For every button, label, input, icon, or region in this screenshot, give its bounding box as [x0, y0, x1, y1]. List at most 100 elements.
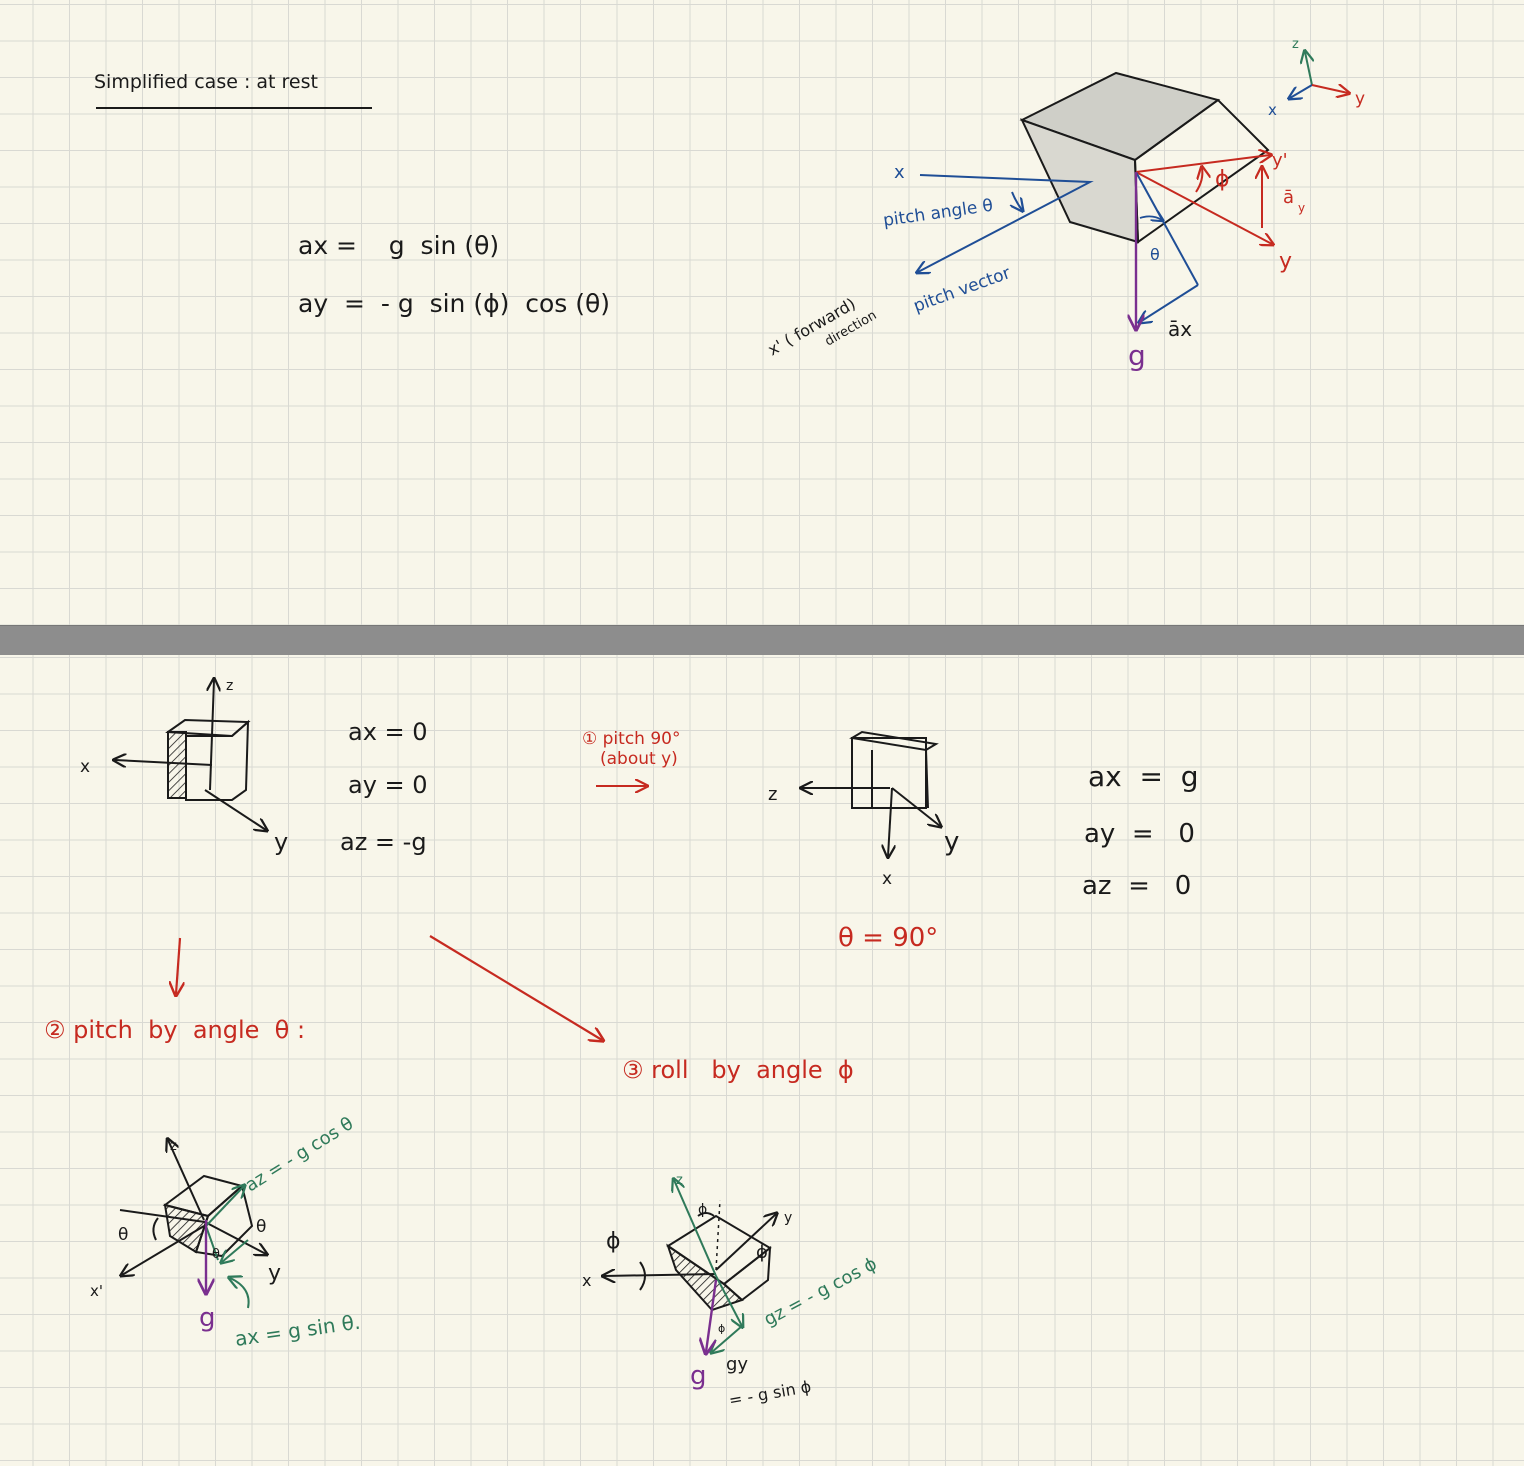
- eq2-az: az = 0: [1082, 871, 1191, 901]
- pitch-vector-arrow: [918, 174, 1094, 272]
- y-prime-arrow: [1135, 155, 1270, 173]
- fig3-x-prime-label: x': [90, 1282, 103, 1300]
- equation-ax: ax = g sin (θ): [298, 231, 499, 260]
- ax-projection-line: [1135, 171, 1199, 286]
- theta-90-label: θ = 90°: [838, 923, 938, 953]
- pitch-angle-arrow: [1012, 191, 1022, 210]
- fig3-z-arrow: [168, 1140, 205, 1221]
- fig4-y-label: y: [784, 1210, 792, 1226]
- step3-arrow: [429, 935, 602, 1040]
- fig4-x-label: x: [582, 1271, 591, 1290]
- step3-label: ③ roll by angle ϕ: [622, 1056, 854, 1084]
- label-theta: θ: [1150, 245, 1160, 264]
- label-pitch-angle: pitch angle θ: [882, 196, 994, 231]
- fig4-gravity-arrow: [706, 1279, 718, 1352]
- fig3-ax-label: ax = g sin θ.: [233, 1310, 361, 1351]
- label-y-prime: y': [1272, 150, 1288, 171]
- label-x-blue: x: [894, 162, 905, 183]
- eq1-ay: ay = 0: [348, 771, 428, 799]
- fig4-y-arrow: [715, 1214, 776, 1271]
- frame-z-arrow: [1305, 52, 1312, 86]
- fig4-phi-top-label: ϕ: [698, 1202, 707, 1218]
- eq1-ax: ax = 0: [348, 718, 428, 746]
- fig3-ax-arrow: [222, 1239, 249, 1262]
- phi-arc: [1195, 168, 1202, 193]
- fig4-gy-arrow: [712, 1325, 743, 1352]
- theta-arc: [1139, 216, 1162, 220]
- fig4-gy-label-2: = - g sin ϕ: [727, 1377, 812, 1410]
- fig4-gz-arrow: [715, 1275, 742, 1326]
- eq2-ax: ax = g: [1088, 760, 1199, 793]
- frame-y-label: y: [1355, 89, 1365, 109]
- step2-label: ② pitch by angle θ :: [44, 1016, 305, 1044]
- fig3-az-label: az = - g cos θ: [242, 1113, 358, 1196]
- label-phi: ϕ: [1215, 167, 1230, 192]
- fig3-y-arrow: [204, 1221, 266, 1254]
- fig3-green-proj: [205, 1225, 219, 1261]
- roll-phi-figure: ϕ y ϕ x ϕ z gz = - g cos ϕ gy = - g sin …: [582, 1173, 880, 1410]
- fig1-z-label: z: [226, 678, 233, 694]
- label-y-red: y: [1279, 249, 1292, 274]
- label-ax-bar: āx: [1168, 317, 1192, 341]
- fig3-az-arrow: [205, 1186, 244, 1227]
- grid-paper-bottom: [0, 655, 1524, 1466]
- frame-z-label: z: [1292, 37, 1299, 52]
- fig4-z-label: z: [676, 1173, 683, 1188]
- fig3-z-label: z: [170, 1139, 177, 1154]
- step2-arrow: [176, 937, 180, 994]
- fig4-g-label: g: [690, 1361, 707, 1391]
- fig1-x-arrow: [115, 760, 213, 765]
- pitch-theta-figure: z θ x' y θ θ az = - g cos θ ax = g sin θ…: [90, 1113, 362, 1351]
- fig4-phi-arc-top: [697, 1212, 715, 1217]
- fig3-g-label: g: [199, 1303, 216, 1333]
- label-pitch-vector: pitch vector: [911, 263, 1013, 317]
- fig4-vertical-ref: [715, 1199, 721, 1271]
- fig4-phi-arc-left: [639, 1261, 646, 1291]
- fig2-y-label: y: [944, 827, 959, 857]
- fig3-theta-arc-left: [152, 1217, 159, 1241]
- fig2-box-edge: [925, 749, 929, 809]
- fig4-z-arrow: [674, 1180, 717, 1277]
- fig4-gz-label: gz = - g cos ϕ: [760, 1253, 880, 1330]
- grid-paper-top: [0, 0, 1524, 625]
- fig3-theta-left-label: θ: [118, 1225, 128, 1245]
- fig2-x-arrow: [888, 787, 892, 856]
- page-divider: [0, 625, 1524, 657]
- fig1-x-label: x: [80, 757, 90, 777]
- y-red-arrow: [1135, 171, 1272, 244]
- label-ay-sub: y: [1298, 201, 1305, 215]
- fig1-z-arrow: [210, 680, 214, 791]
- fig2-y-arrow: [891, 787, 940, 826]
- fig4-box-front: [722, 1245, 772, 1302]
- fig1-box-side: [167, 731, 187, 799]
- frame-x-arrow: [1290, 84, 1313, 98]
- tilted-box-figure: z x y x pitch angle θ pitch vector x' ( …: [765, 37, 1366, 372]
- box-pitched-90-figure: z x y: [768, 730, 959, 889]
- fig2-x-label: x: [882, 869, 892, 889]
- label-g: g: [1128, 339, 1146, 372]
- fig1-box-front: [185, 719, 250, 801]
- fig3-horizontal-ref: [119, 1209, 206, 1223]
- fig3-theta-right-label: θ: [256, 1217, 266, 1237]
- fig4-gy-label-1: gy: [726, 1354, 748, 1375]
- fig4-box-side: [666, 1243, 744, 1312]
- fig2-z-label: z: [768, 784, 777, 805]
- fig3-ax-pointer: [230, 1278, 250, 1309]
- heading: Simplified case : at rest: [94, 71, 318, 93]
- frame-x-label: x: [1268, 101, 1277, 119]
- fig2-box-top: [849, 730, 939, 752]
- eq2-ay: ay = 0: [1084, 819, 1195, 849]
- fig1-y-arrow: [204, 789, 266, 830]
- equation-ay: ay = - g sin (ϕ) cos (θ): [298, 289, 610, 318]
- step1-label-1: ① pitch 90°: [582, 729, 680, 749]
- frame-y-arrow: [1311, 85, 1348, 93]
- fig4-phi-right-label: ϕ: [756, 1242, 768, 1263]
- fig3-theta-mid-label: θ: [212, 1247, 220, 1262]
- fig4-phi-left-label: ϕ: [606, 1229, 621, 1254]
- ax-arrow: [1140, 284, 1199, 322]
- eq1-az: az = -g: [340, 828, 427, 856]
- fig4-phi-low-label: ϕ: [718, 1322, 725, 1335]
- label-ay-bar: ā: [1283, 187, 1294, 208]
